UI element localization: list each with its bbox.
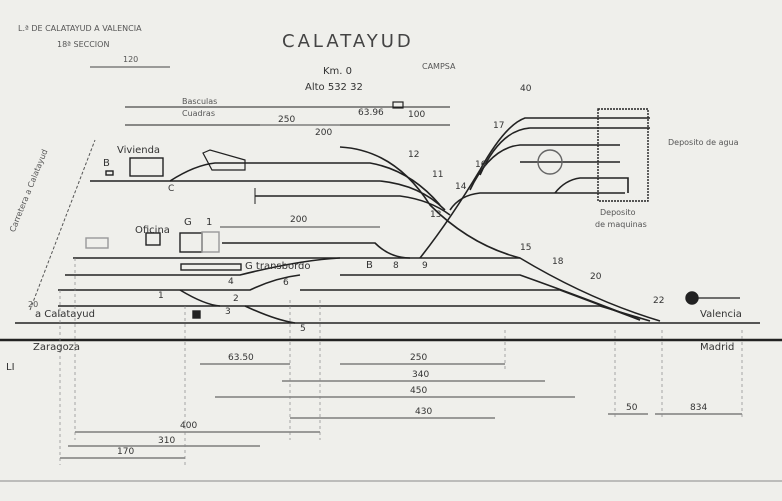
label-li: LI	[6, 362, 15, 373]
switch-label: 12	[408, 150, 420, 160]
section-label: 18ª SECCION	[57, 40, 110, 49]
dim-label: 170	[117, 447, 135, 457]
switch-label: 9	[422, 261, 428, 271]
switch-label: 5	[300, 324, 306, 334]
switch-label: 18	[552, 257, 564, 267]
label-madrid: Madrid	[700, 342, 735, 353]
signal-icon	[685, 291, 699, 305]
label-vivienda: Vivienda	[117, 145, 161, 156]
switch-label: 15	[520, 243, 532, 253]
switch-label: 3	[225, 307, 231, 317]
dim-label: 400	[180, 421, 198, 431]
label-pk: 20	[28, 300, 39, 309]
campsa-label: CAMPSA	[422, 62, 456, 71]
label-deposito-agua: Deposito de agua	[668, 138, 739, 147]
track-3	[58, 274, 301, 291]
switch-label: 1	[158, 291, 164, 301]
crossover-1	[179, 289, 221, 307]
label-basculas: Basculas	[182, 97, 218, 106]
track-1	[73, 257, 661, 322]
building-transbordo	[180, 263, 242, 271]
building-g	[179, 232, 203, 253]
dim-label: 200	[315, 128, 333, 138]
dim-label: 340	[412, 370, 430, 380]
switch-label: 13	[430, 210, 442, 220]
dim-label: 310	[158, 436, 176, 446]
label-b-hut: B	[103, 158, 110, 169]
switch-label: 6	[283, 278, 289, 288]
switch-label: 16	[475, 160, 487, 170]
dim-top: 120	[123, 55, 139, 64]
dim-label: 450	[410, 386, 428, 396]
dim-label: 50	[626, 403, 638, 413]
switch-label: 8	[393, 261, 399, 271]
switch-label: 14	[455, 182, 467, 192]
line-name: L.ª DE CALATAYUD A VALENCIA	[18, 24, 142, 33]
yard-track-1	[90, 162, 441, 206]
switch-label: 20	[590, 272, 602, 282]
station-title: CALATAYUD	[282, 31, 414, 52]
label-g: G	[184, 217, 192, 228]
dim-label: 834	[690, 403, 708, 413]
label-g-1: 1	[206, 217, 213, 228]
yard-track-2	[170, 180, 446, 211]
label-zaragoza: Zaragoza	[33, 342, 81, 353]
track-3b	[300, 289, 641, 321]
label-transbordo: G transbordo	[245, 261, 311, 272]
label-valencia: Valencia	[700, 309, 742, 320]
switch-label: 11	[432, 170, 444, 180]
building-b	[105, 170, 114, 176]
dim-label: 250	[410, 353, 428, 363]
switch-label: 2	[233, 294, 239, 304]
turntable	[537, 149, 563, 175]
switch-label: 17	[493, 121, 505, 131]
altitude-label: Alto 532 32	[305, 82, 363, 93]
track-4	[58, 305, 651, 322]
dim-label: 63.96	[358, 108, 384, 118]
track-2	[65, 257, 341, 276]
building-oficina	[145, 232, 161, 246]
switch-label: 22	[653, 296, 665, 306]
label-a-calatayud: a Calatayud	[35, 309, 95, 320]
label-deposito-2: de maquinas	[595, 220, 647, 229]
dim-label: 63.50	[228, 353, 254, 363]
label-cuadras: Cuadras	[182, 109, 215, 118]
crossover-3	[244, 305, 296, 324]
connector-depot	[419, 117, 650, 259]
dim-label: 200	[290, 215, 308, 225]
label-deposito-1: Deposito	[600, 208, 636, 217]
switch-label: B	[366, 260, 373, 271]
road-edge	[29, 139, 96, 311]
building-deposito-maquinas	[597, 108, 649, 202]
building-vivienda	[129, 157, 164, 177]
dim-label: 250	[278, 115, 296, 125]
yard-track-top	[339, 146, 521, 259]
dim-label: 100	[408, 110, 426, 120]
switch-label: 4	[228, 277, 234, 287]
dim-label: 40	[520, 84, 532, 94]
switch-label: C	[168, 184, 175, 194]
dim-label: 430	[415, 407, 433, 417]
yard-track-3	[255, 195, 451, 216]
siding-loading	[222, 242, 411, 259]
label-oficina: Oficina	[135, 225, 170, 236]
km-label: Km. 0	[323, 66, 353, 77]
